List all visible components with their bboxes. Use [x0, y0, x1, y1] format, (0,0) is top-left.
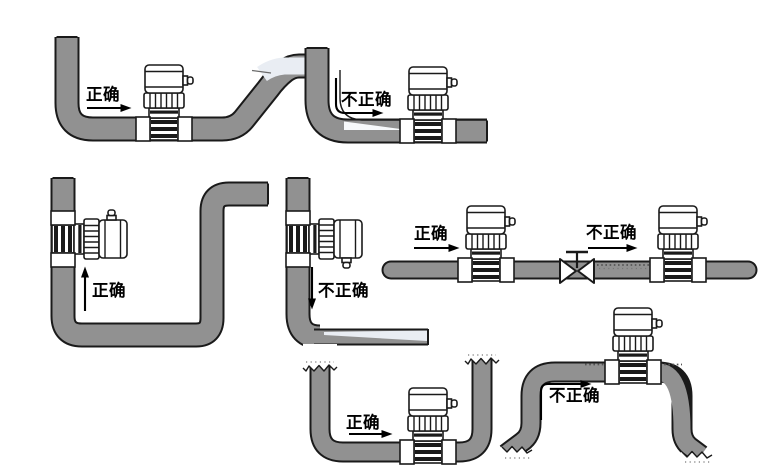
flow-sensor — [649, 205, 708, 283]
flow-sensor — [604, 307, 663, 385]
flow-sensor — [285, 210, 363, 269]
flow-label-correct: 正确 — [92, 280, 126, 300]
flow-sensor — [399, 387, 458, 465]
flow-sensor — [399, 66, 458, 144]
flow-label-correct: 正确 — [346, 412, 380, 432]
diagram-after-down-elbow: 正确 — [54, 36, 312, 142]
flow-sensor — [457, 205, 516, 283]
flow-sensor — [135, 64, 194, 142]
torn-pipe-end — [465, 338, 499, 364]
diagram-after-vertical-drop: 不正确 — [304, 47, 488, 144]
flow-sensor — [50, 209, 128, 268]
torn-pipe-end — [303, 344, 337, 371]
air-wedge — [344, 121, 408, 130]
valve — [559, 250, 595, 284]
flow-label-correct: 正确 — [414, 223, 448, 243]
diagram-vertical-flow-up: 正确 — [50, 177, 269, 348]
flow-arrow-bent — [539, 380, 592, 420]
diagram-vertical-flow-down: 不正确 — [285, 177, 429, 350]
flow-label-incorrect: 不正确 — [586, 222, 637, 242]
diagram-high-point-hump: 不正确 — [499, 307, 715, 470]
liquid-level-line — [251, 69, 272, 74]
flow-label-incorrect: 不正确 — [318, 280, 369, 300]
flow-label-incorrect: 不正确 — [549, 385, 600, 405]
flow-arrow — [334, 78, 384, 117]
diagram-valve-row: 正确 不正确 — [381, 205, 758, 284]
diagram-low-point-dip: 正确 — [302, 338, 500, 465]
air-wedge — [324, 330, 427, 341]
flow-label-incorrect: 不正确 — [341, 89, 392, 109]
flow-label-correct: 正确 — [86, 84, 120, 104]
